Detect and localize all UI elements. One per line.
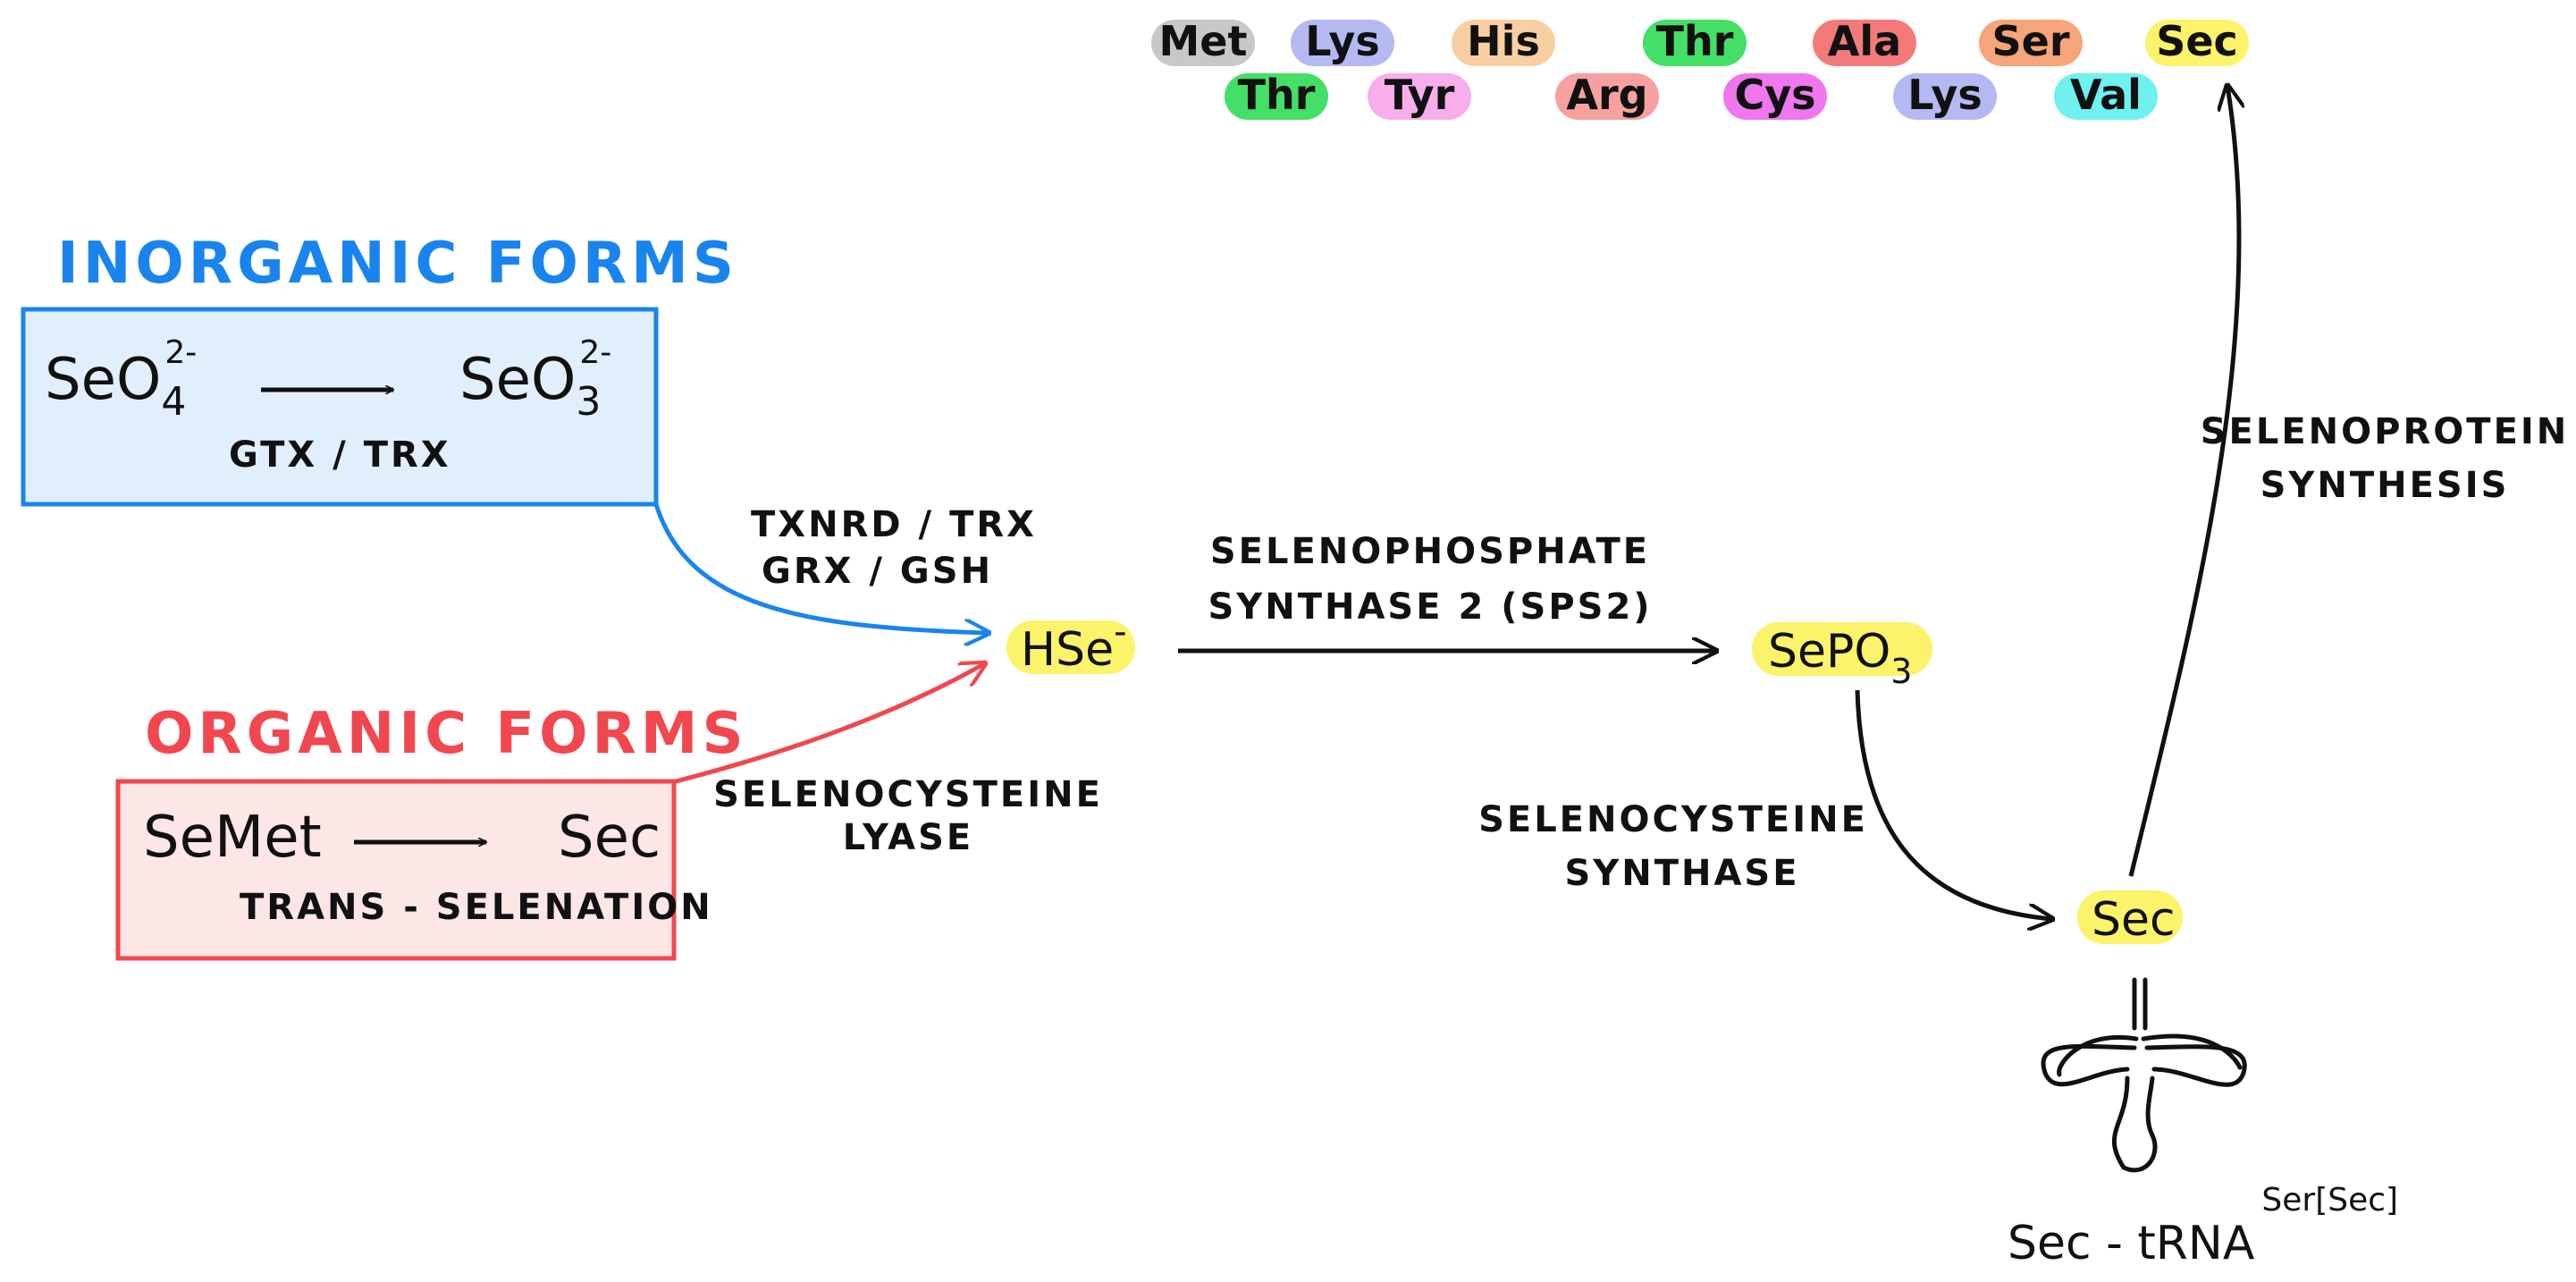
selenoprotein-line2: SYNTHESIS	[2260, 465, 2510, 506]
residue-pill	[1291, 20, 1394, 66]
inorganic-forms-title: INORGANIC FORMS	[57, 231, 738, 297]
residue-pill	[1368, 73, 1471, 120]
residue-pill	[1452, 20, 1555, 66]
residue-pill	[1813, 20, 1916, 66]
txnrd-trx-label: TXNRD / TRX	[751, 504, 1037, 545]
residue-pill	[2054, 73, 2158, 120]
semet-label: SeMet	[143, 805, 322, 871]
sepo3-highlight	[1752, 622, 1932, 676]
hse-node: HSe-	[1006, 611, 1135, 677]
residue-thr: Thr	[1643, 17, 1747, 66]
organic-forms-box	[115, 779, 677, 961]
residue-label: Thr	[1656, 17, 1734, 65]
residue-met: Met	[1151, 17, 1255, 66]
residue-label: Lys	[1907, 71, 1983, 119]
residue-pill	[1225, 73, 1328, 120]
residue-label: Tyr	[1385, 71, 1455, 119]
residue-tyr: Tyr	[1368, 71, 1471, 120]
selenoprotein-line1: SELENOPROTEIN	[2201, 411, 2570, 452]
residue-pill	[1893, 73, 1997, 120]
sec-organic-label: Sec	[558, 805, 661, 871]
residue-pill	[2145, 20, 2249, 66]
trans-selenation-label: TRANS - SELENATION	[240, 887, 713, 928]
residue-label: Thr	[1238, 71, 1316, 119]
residue-ser: Ser	[1979, 17, 2083, 66]
gtx-trx-label: GTX / TRX	[229, 434, 451, 476]
inorganic-forms-group: INORGANIC FORMS SeO42- SeO32- GTX / TRX	[21, 231, 738, 507]
peptide-row-1: Met Lys His Thr Ala Ser Sec	[1151, 17, 2249, 66]
hse-highlight	[1006, 620, 1135, 674]
grx-gsh-label: GRX / GSH	[762, 551, 993, 592]
sepo3-to-sec-arrow	[1855, 689, 2052, 919]
sec-node-label: Sec	[2092, 893, 2176, 947]
lyase-line2: LYASE	[843, 817, 973, 858]
residue-label: Cys	[1734, 71, 1815, 119]
residue-lys: Lys	[1893, 71, 1997, 120]
residue-his: His	[1452, 17, 1555, 66]
inorganic-to-hse-arrow	[653, 503, 989, 633]
sec-synthase-line1: SELENOCYSTEINE	[1478, 799, 1868, 840]
sec-trna-node: Sec Sec - tRNASer[Sec]	[2008, 890, 2398, 1270]
residue-pill	[1151, 20, 1255, 66]
sps2-line2: SYNTHASE 2 (SPS2)	[1208, 586, 1652, 628]
residue-thr: Thr	[1225, 71, 1328, 120]
sepo3-label: SePO3	[1768, 625, 1912, 691]
residue-label: Ser	[1991, 17, 2069, 65]
sec-synthase-line2: SYNTHASE	[1564, 853, 1799, 894]
organic-forms-group: ORGANIC FORMS SeMet Sec TRANS - SELENATI…	[115, 701, 748, 961]
residue-pill	[1643, 20, 1747, 66]
residue-label: His	[1467, 17, 1540, 65]
residue-label: Ala	[1828, 17, 1901, 65]
residue-label: Sec	[2156, 17, 2238, 65]
selenate-formula: SeO42-	[45, 334, 197, 425]
sepo3-node: SePO3	[1752, 622, 1932, 691]
trna-icon	[2041, 977, 2247, 1173]
selenite-formula: SeO32-	[459, 334, 611, 425]
residue-arg: Arg	[1555, 71, 1659, 120]
residue-val: Val	[2054, 71, 2158, 120]
residue-label: Met	[1159, 17, 1248, 65]
residue-pill	[1555, 73, 1659, 120]
residue-label: Arg	[1566, 71, 1647, 119]
sec-to-selenoprotein-arrow	[2128, 86, 2239, 877]
residue-sec: Sec	[2145, 17, 2249, 66]
hse-label: HSe-	[1021, 611, 1127, 677]
residue-cys: Cys	[1723, 71, 1827, 120]
sec-highlight	[2077, 890, 2183, 944]
sps2-line1: SELENOPHOSPHATE	[1210, 531, 1650, 572]
residue-pill	[1979, 20, 2083, 66]
residue-ala: Ala	[1813, 17, 1916, 66]
lyase-line1: SELENOCYSTEINE	[713, 774, 1103, 815]
residue-pill	[1723, 73, 1827, 120]
residue-label: Lys	[1305, 17, 1380, 65]
peptide-row-2: Thr Tyr Arg Cys Lys Val	[1225, 71, 2158, 120]
residue-label: Val	[2070, 71, 2142, 119]
organic-to-hse-arrow	[675, 663, 985, 784]
inorganic-forms-box	[21, 307, 659, 507]
trna-label: Sec - tRNASer[Sec]	[2008, 1182, 2398, 1270]
residue-lys: Lys	[1291, 17, 1394, 66]
organic-forms-title: ORGANIC FORMS	[145, 701, 748, 767]
